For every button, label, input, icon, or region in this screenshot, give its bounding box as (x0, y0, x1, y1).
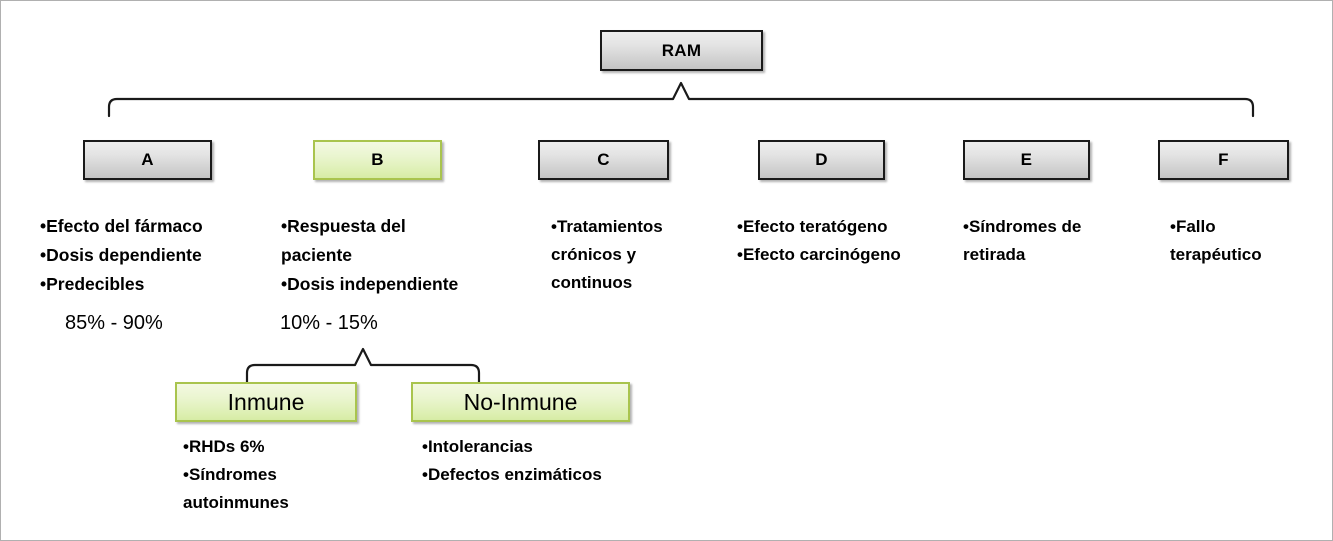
bullets-category-a: •Efecto del fármaco •Dosis dependiente •… (40, 216, 203, 294)
bullets-category-e: •Síndromes de retirada (963, 217, 1082, 264)
node-category-b-label: B (371, 150, 384, 169)
node-ram-label: RAM (661, 40, 702, 60)
node-ram[interactable]: RAM (600, 30, 763, 71)
bullets-category-b: •Respuesta del paciente •Dosis independi… (281, 216, 459, 294)
bullets-subcategory-no-inmune: •Intolerancias •Defectos enzimáticos (422, 437, 602, 484)
node-category-e[interactable]: E (963, 140, 1090, 180)
bullets-subcategory-inmune: •RHDs 6% •Síndromes autoinmunes (183, 437, 289, 512)
node-category-f-label: F (1218, 150, 1229, 169)
bullets-category-f: •Fallo terapéutico (1170, 217, 1262, 264)
node-subcategory-no-inmune-label: No-Inmune (463, 388, 578, 415)
node-subcategory-no-inmune[interactable]: No-Inmune (411, 382, 630, 422)
node-category-e-label: E (1020, 150, 1033, 169)
bullets-category-d: •Efecto teratógeno •Efecto carcinógeno (737, 217, 901, 264)
node-category-d[interactable]: D (758, 140, 885, 180)
node-category-c-label: C (597, 150, 610, 169)
connector-root-to-categories-svg (107, 81, 1255, 118)
node-category-d-label: D (815, 150, 828, 169)
node-category-a[interactable]: A (83, 140, 212, 180)
percentage-category-b: 10% - 15% (280, 312, 378, 334)
node-category-a-label: A (141, 150, 154, 169)
connector-b-to-subcategories-svg (245, 347, 481, 385)
node-subcategory-inmune-label: Inmune (227, 388, 305, 415)
node-category-b[interactable]: B (313, 140, 442, 180)
node-category-f[interactable]: F (1158, 140, 1289, 180)
node-subcategory-inmune[interactable]: Inmune (175, 382, 357, 422)
node-category-c[interactable]: C (538, 140, 669, 180)
bullets-category-c: •Tratamientos crónicos y continuos (551, 217, 663, 292)
connector-b-to-subcategories (241, 341, 491, 385)
connector-root-to-categories (101, 71, 1261, 118)
percentage-category-a: 85% - 90% (65, 312, 163, 334)
